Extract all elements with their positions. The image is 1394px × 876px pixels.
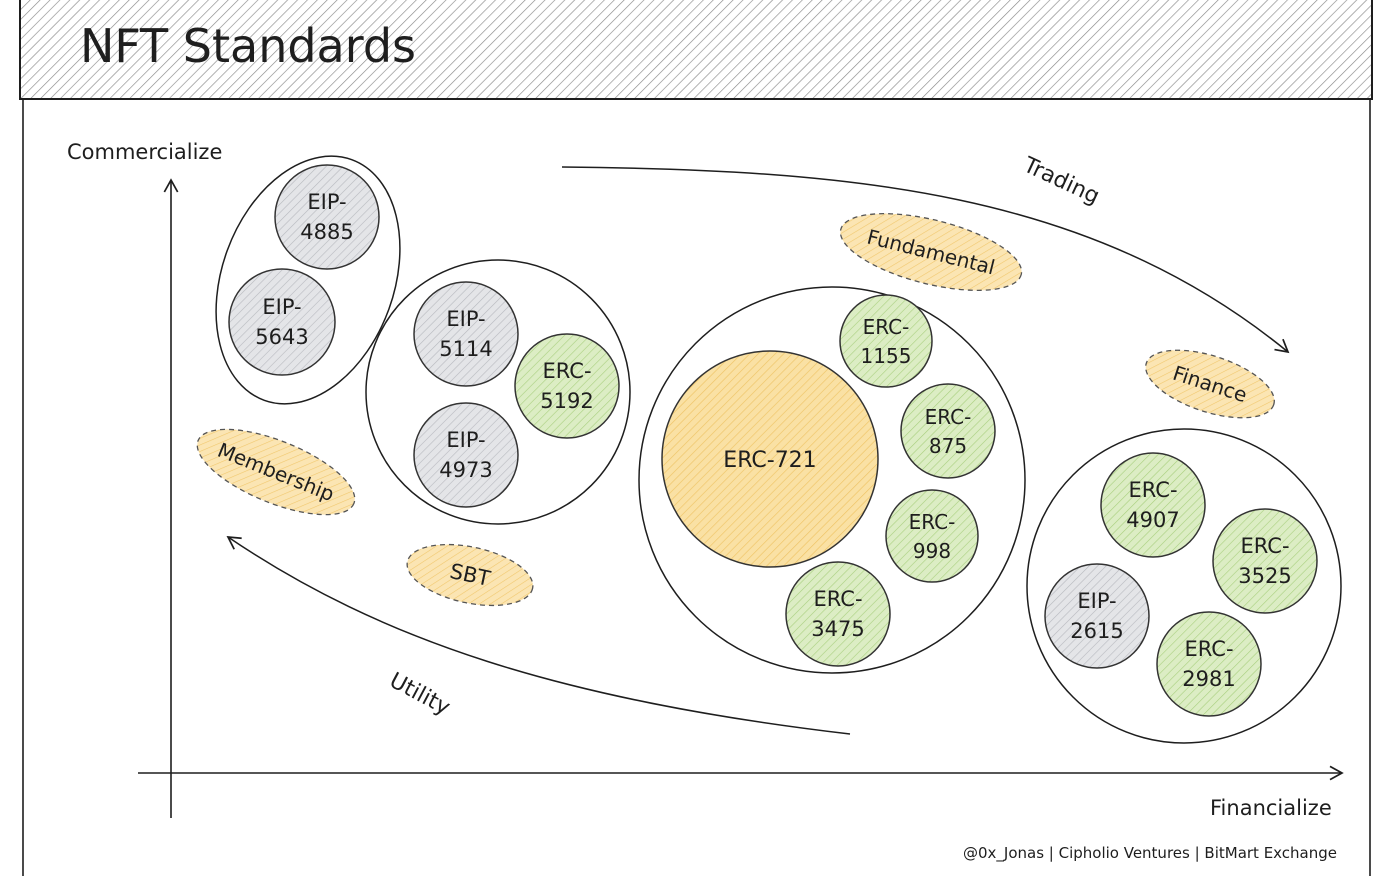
y-axis-label: Commercialize [67, 140, 222, 164]
svg-text:2981: 2981 [1182, 667, 1235, 691]
node-eip-5643: EIP- 5643 [228, 268, 336, 376]
node-eip-2615: EIP- 2615 [1044, 563, 1150, 669]
node-erc-5192: ERC- 5192 [514, 333, 620, 439]
node-erc-3475: ERC- 3475 [785, 561, 891, 667]
svg-text:ERC-: ERC- [909, 510, 956, 534]
svg-text:3525: 3525 [1238, 564, 1291, 588]
svg-text:ERC-721: ERC-721 [723, 448, 816, 473]
svg-text:3475: 3475 [811, 617, 864, 641]
svg-text:EIP-: EIP- [307, 190, 346, 214]
node-erc-875: ERC- 875 [900, 383, 996, 479]
svg-text:ERC-: ERC- [542, 359, 591, 383]
svg-text:1155: 1155 [861, 344, 912, 368]
svg-text:5643: 5643 [255, 325, 308, 349]
node-erc-2981: ERC- 2981 [1156, 611, 1262, 717]
svg-text:5114: 5114 [439, 337, 492, 361]
node-eip-5114: EIP- 5114 [413, 281, 519, 387]
svg-text:4907: 4907 [1126, 508, 1179, 532]
credit-line: @0x_Jonas | Cipholio Ventures | BitMart … [963, 844, 1337, 863]
x-axis-label: Financialize [1210, 796, 1332, 820]
svg-text:EIP-: EIP- [262, 295, 301, 319]
svg-text:EIP-: EIP- [446, 307, 485, 331]
svg-text:4973: 4973 [439, 458, 492, 482]
svg-text:ERC-: ERC- [1240, 534, 1289, 558]
svg-text:4885: 4885 [300, 220, 353, 244]
node-erc-1155: ERC- 1155 [839, 294, 933, 388]
node-erc-998: ERC- 998 [885, 489, 979, 583]
svg-text:EIP-: EIP- [446, 428, 485, 452]
node-erc-4907: ERC- 4907 [1100, 452, 1206, 558]
node-erc-721: ERC-721 [661, 350, 879, 568]
header-banner: NFT Standards [19, 0, 1373, 100]
svg-text:ERC-: ERC- [1184, 637, 1233, 661]
svg-text:5192: 5192 [540, 389, 593, 413]
svg-text:ERC-: ERC- [925, 405, 972, 429]
group-finance [1026, 428, 1342, 744]
svg-text:875: 875 [929, 434, 967, 458]
svg-text:EIP-: EIP- [1077, 589, 1116, 613]
tag-finance: Finance [1145, 349, 1275, 419]
svg-text:ERC-: ERC- [813, 587, 862, 611]
svg-text:998: 998 [913, 539, 951, 563]
node-eip-4885: EIP- 4885 [274, 164, 380, 270]
svg-text:ERC-: ERC- [1128, 478, 1177, 502]
node-eip-4973: EIP- 4973 [413, 402, 519, 508]
axes: Commercialize Financialize [67, 140, 1344, 820]
svg-text:2615: 2615 [1070, 619, 1123, 643]
svg-text:ERC-: ERC- [863, 315, 910, 339]
group-fundamental [638, 286, 1026, 674]
page-title: NFT Standards [80, 19, 416, 73]
tag-sbt: SBT [406, 543, 534, 607]
tag-fundamental: Fundamental [839, 213, 1023, 291]
group-utility [365, 259, 631, 525]
group-commercial [215, 155, 401, 405]
node-erc-3525: ERC- 3525 [1212, 508, 1318, 614]
